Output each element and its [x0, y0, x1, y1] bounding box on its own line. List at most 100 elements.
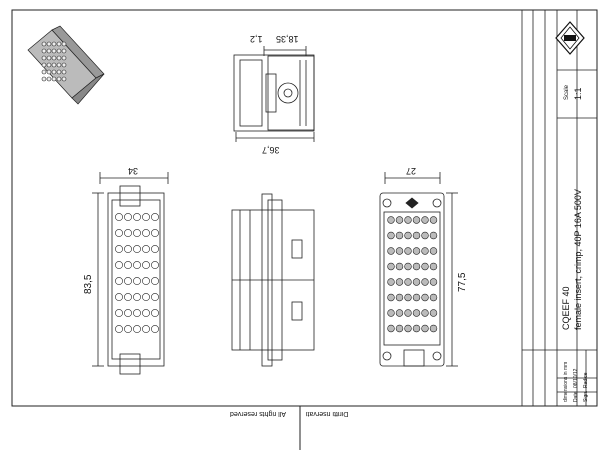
pin: [46, 55, 52, 61]
pin: [61, 48, 67, 54]
pin: [51, 62, 57, 68]
front-pin-grid: [115, 213, 159, 333]
pin: [404, 293, 412, 302]
pin: [115, 213, 123, 221]
dim-top-length: 36,7: [262, 145, 280, 155]
pin: [133, 277, 141, 285]
pin: [429, 231, 438, 240]
pin: [412, 309, 421, 317]
date-label: Date: [573, 391, 579, 402]
pin: [151, 261, 159, 269]
pin: [421, 278, 429, 286]
rights-it: Diritti riservati: [306, 410, 349, 417]
pin: [41, 76, 47, 82]
pin: [56, 62, 62, 68]
pin: [429, 309, 438, 317]
pin: [387, 262, 395, 271]
company-logo: [555, 21, 585, 55]
pin: [142, 309, 150, 317]
pin: [56, 55, 62, 61]
dim-top-width: 18,35: [276, 34, 299, 44]
pin: [404, 324, 412, 333]
pin: [51, 48, 57, 54]
pin: [51, 76, 57, 82]
pin: [56, 76, 62, 82]
pin: [387, 324, 395, 333]
pin: [61, 69, 67, 75]
pin: [412, 293, 421, 302]
pin: [61, 76, 67, 82]
pin: [51, 69, 57, 75]
pin: [412, 278, 421, 286]
sign-value: Radice: [583, 372, 589, 388]
pin: [61, 55, 67, 61]
rear-pin-grid: [387, 216, 438, 333]
pin: [421, 293, 429, 302]
sign-label: Sign.: [583, 390, 589, 402]
pin: [133, 293, 141, 301]
pin: [56, 69, 62, 75]
pin: [133, 325, 141, 333]
side-view: [231, 193, 315, 367]
pin: [395, 293, 404, 302]
pin: [124, 277, 132, 285]
pin: [51, 41, 57, 47]
pin: [151, 309, 159, 317]
pin: [429, 278, 438, 286]
pin: [124, 325, 132, 333]
pin: [151, 245, 159, 253]
pin: [133, 229, 141, 237]
pin: [421, 324, 429, 333]
pin: [412, 324, 421, 333]
pin: [395, 231, 404, 240]
pin: [429, 324, 438, 333]
pin: [142, 293, 150, 301]
pin: [133, 309, 141, 317]
pin: [404, 278, 412, 286]
dim-front-width: 34: [128, 166, 139, 176]
pin: [404, 231, 412, 240]
date-value: 08/10/12: [573, 368, 579, 388]
pin: [124, 293, 132, 301]
pin: [124, 213, 132, 221]
pin: [387, 216, 395, 224]
pin: [51, 55, 57, 61]
pin: [395, 309, 404, 317]
pin: [41, 41, 47, 47]
pin: [46, 69, 52, 75]
pin: [124, 229, 132, 237]
dim-rear-width: 27: [406, 166, 417, 176]
pin: [142, 213, 150, 221]
isometric-pins: [41, 41, 67, 82]
pin: [387, 247, 395, 255]
rights-en: All rights reserved: [230, 410, 287, 417]
pin: [46, 62, 52, 68]
pin: [395, 262, 404, 271]
pin: [412, 247, 421, 255]
pin: [142, 229, 150, 237]
pin: [429, 293, 438, 302]
pin: [115, 245, 123, 253]
pin: [151, 325, 159, 333]
pin: [142, 325, 150, 333]
pin: [115, 325, 123, 333]
pin: [404, 262, 412, 271]
pin: [41, 69, 47, 75]
pin: [115, 261, 123, 269]
pin: [421, 262, 429, 271]
pin: [412, 231, 421, 240]
pin: [41, 48, 47, 54]
pin: [56, 48, 62, 54]
pin: [404, 216, 412, 224]
pin: [421, 216, 429, 224]
pin: [142, 277, 150, 285]
pin: [133, 261, 141, 269]
pin: [387, 278, 395, 286]
pin: [115, 229, 123, 237]
pin: [61, 62, 67, 68]
pin: [404, 247, 412, 255]
pin: [387, 293, 395, 302]
pin: [421, 231, 429, 240]
pin: [46, 76, 52, 82]
